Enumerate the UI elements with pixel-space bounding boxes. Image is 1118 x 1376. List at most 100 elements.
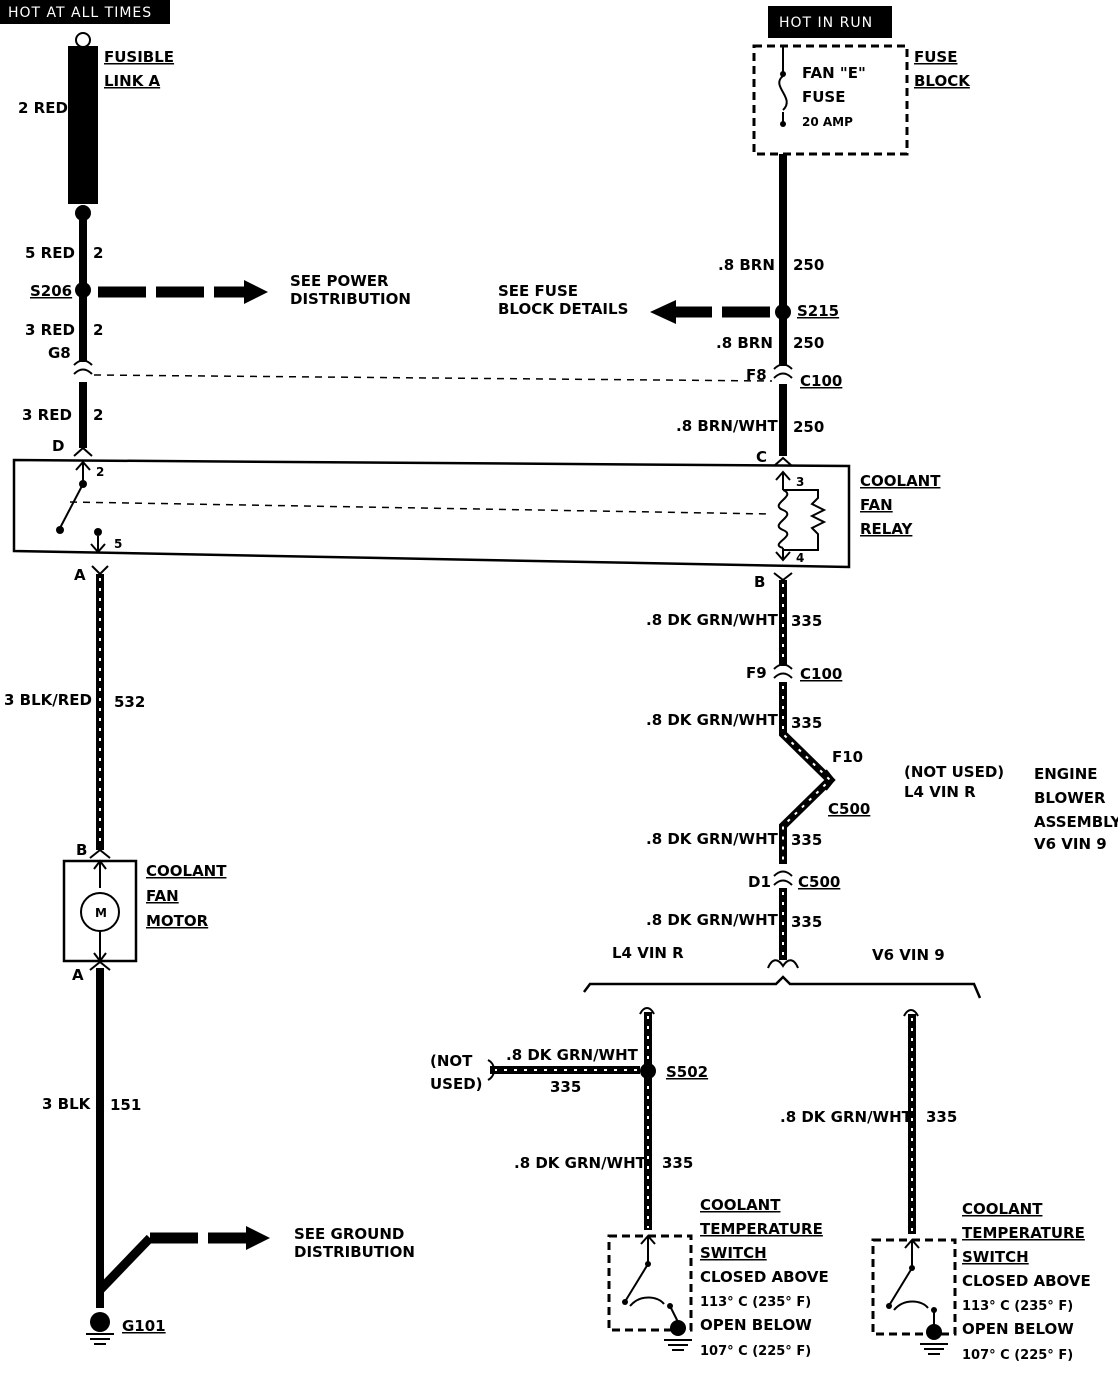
see-fuse-2: BLOCK DETAILS	[498, 300, 628, 318]
motor-pin-a-bottom-icon	[89, 960, 111, 971]
wire-335-b-size: .8 DK GRN/WHT	[646, 711, 779, 729]
svg-text:HOT AT ALL TIMES: HOT AT ALL TIMES	[8, 5, 152, 21]
wire-335-c-circuit: 335	[791, 831, 822, 849]
pin-f8: F8	[746, 366, 767, 384]
splice-s215	[775, 304, 791, 320]
branch-v6-label: V6 VIN 9	[872, 946, 945, 964]
wire-151-circuit: 151	[110, 1096, 141, 1114]
connector-f9-icon	[773, 663, 793, 679]
pin-g8: G8	[48, 344, 71, 362]
relay-coil-icon	[775, 470, 827, 562]
right-wire-1-size: .8 BRN	[718, 256, 775, 274]
fuse-name-2: FUSE	[802, 88, 845, 106]
fuse-rating: 20 AMP	[802, 115, 853, 129]
wire-335-d-size: .8 DK GRN/WHT	[646, 911, 779, 929]
v6-wire-circuit: 335	[926, 1108, 957, 1126]
wire-335-b-stripe	[782, 686, 832, 862]
left-wire-1-circuit: 2	[93, 244, 103, 262]
temp-switch-l4-label-2: TEMPERATURE	[700, 1220, 823, 1238]
splice-s206-label: S206	[30, 282, 72, 300]
v6-wire-top-icon	[903, 1009, 919, 1017]
wire-335-a-circuit: 335	[791, 612, 822, 630]
pin-c-icon	[773, 456, 793, 467]
splice-s215-label: S215	[797, 302, 839, 320]
left-wire-3-circuit: 2	[93, 406, 103, 424]
pin-d1: D1	[748, 873, 771, 891]
temp-switch-l4-box	[607, 1234, 693, 1332]
wire-335-a-size: .8 DK GRN/WHT	[646, 611, 779, 629]
not-used-wire-size: .8 DK GRN/WHT	[506, 1046, 639, 1064]
see-ground-2: DISTRIBUTION	[294, 1243, 415, 1261]
motor-label-2: FAN	[146, 887, 179, 905]
temp-switch-v6-closed: CLOSED ABOVE	[962, 1272, 1091, 1290]
temp-switch-l4-label-3: SWITCH	[700, 1244, 767, 1262]
temp-switch-v6-open-temp: 107° C (225° F)	[962, 1348, 1073, 1363]
fusible-link-label-1: FUSIBLE	[104, 48, 174, 66]
pin-d: D	[52, 437, 64, 455]
l4-wire-top-icon	[639, 1007, 655, 1015]
option-bracket	[583, 975, 982, 999]
temp-switch-v6-closed-temp: 113° C (235° F)	[962, 1299, 1073, 1314]
fuse-block-box	[752, 44, 909, 156]
connector-c100-dashed-link	[93, 374, 773, 382]
temp-switch-v6-label-3: SWITCH	[962, 1248, 1029, 1266]
temp-switch-v6-box	[871, 1238, 957, 1336]
motor-pin-a-bottom: A	[72, 966, 84, 984]
blower-label-2: BLOWER	[1034, 789, 1106, 807]
not-used-vin: L4 VIN R	[904, 783, 976, 801]
motor-label-3: MOTOR	[146, 912, 209, 930]
temp-switch-v6-open: OPEN BELOW	[962, 1320, 1074, 1338]
motor-pin-b: B	[76, 841, 87, 859]
fusible-link-label-2: LINK A	[104, 72, 161, 90]
relay-mechanical-link	[69, 501, 771, 515]
not-used-wire-end-icon	[487, 1059, 495, 1081]
hot-in-run-badge: HOT IN RUN	[768, 6, 892, 38]
wire-end-icon	[767, 959, 799, 969]
see-ground-1: SEE GROUND	[294, 1225, 404, 1243]
see-fuse-1: SEE FUSE	[498, 282, 578, 300]
right-wire-2-size: .8 BRN	[716, 334, 773, 352]
wire-335-b-circuit: 335	[791, 714, 822, 732]
connector-c100b-label: C100	[800, 665, 842, 683]
blower-label-3: ASSEMBLY	[1034, 813, 1118, 831]
left-wire-2-size: 3 RED	[25, 321, 75, 339]
wire-151-size: 3 BLK	[42, 1095, 92, 1113]
motor-symbol: M	[95, 906, 107, 920]
connector-c500a-label: C500	[828, 800, 870, 818]
l4-wire-size: .8 DK GRN/WHT	[514, 1154, 647, 1172]
fuse-name-1: FAN "E"	[802, 64, 866, 82]
ground-distribution-arrow-icon	[246, 1226, 270, 1250]
not-used-2: USED)	[430, 1075, 483, 1093]
pin-c: C	[756, 448, 767, 466]
splice-s502-label: S502	[666, 1063, 708, 1081]
ground-branch	[96, 1234, 154, 1294]
relay-label-3: RELAY	[860, 520, 914, 538]
connector-f10-icon	[825, 769, 836, 791]
see-power-2: DISTRIBUTION	[290, 290, 411, 308]
temp-switch-l4-open-temp: 107° C (225° F)	[700, 1344, 811, 1359]
temp-switch-v6-label-1: COOLANT	[962, 1200, 1043, 1218]
temp-switch-l4-open: OPEN BELOW	[700, 1316, 812, 1334]
not-used-wire-circuit: 335	[550, 1078, 581, 1096]
pin-f10: F10	[832, 748, 863, 766]
see-power-1: SEE POWER	[290, 272, 389, 290]
temp-switch-v6-label-2: TEMPERATURE	[962, 1224, 1085, 1242]
pin-f9: F9	[746, 664, 767, 682]
ground-g101-label: G101	[122, 1317, 166, 1335]
blower-label-1: ENGINE	[1034, 765, 1098, 783]
wire-532-circuit: 532	[114, 693, 145, 711]
wire-335-d-circuit: 335	[791, 913, 822, 931]
relay-pin-3: 3	[796, 475, 804, 489]
fuse-block-label-2: BLOCK	[914, 72, 971, 90]
temp-switch-v6-icon	[886, 1238, 948, 1355]
relay-switch-icon	[56, 460, 106, 554]
wire-335-c-size: .8 DK GRN/WHT	[646, 830, 779, 848]
svg-text:HOT IN RUN: HOT IN RUN	[779, 15, 873, 31]
connector-c500b-label: C500	[798, 873, 840, 891]
relay-label-2: FAN	[860, 496, 893, 514]
pin-d-icon	[73, 446, 93, 457]
switch-pin-b: B	[754, 573, 765, 591]
temp-switch-l4-closed-temp: 113° C (235° F)	[700, 1295, 811, 1310]
v6-wire-size: .8 DK GRN/WHT	[780, 1108, 913, 1126]
